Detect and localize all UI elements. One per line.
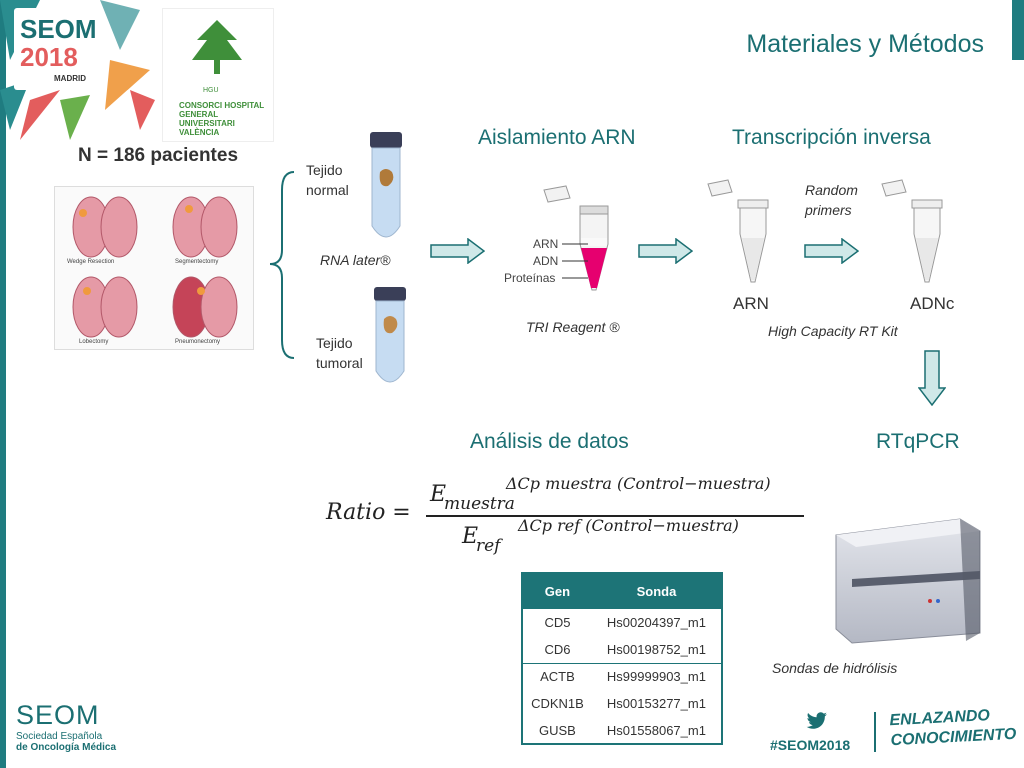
- table-header-gen: Gen: [522, 573, 592, 609]
- normal-tissue-tube-icon: [370, 132, 402, 238]
- left-accent-bar: [0, 0, 6, 768]
- slogan: ENLAZANDO CONOCIMIENTO: [889, 707, 1017, 750]
- arrow-down-icon: [918, 350, 946, 406]
- rtqpcr-heading: RTqPCR: [876, 430, 960, 453]
- surgery-label-lobectomy: Lobectomy: [79, 339, 109, 345]
- seom-2018-logo: SEOM 2018 MADRID: [0, 0, 160, 140]
- page-title: Materiales y Métodos: [746, 30, 984, 58]
- reverse-transcription-heading: Transcripción inversa: [732, 126, 931, 149]
- seom-logo-text: SEOM: [20, 14, 97, 44]
- tree-emblem-icon: [192, 20, 242, 74]
- hospital-logo-mark: HGU: [203, 87, 219, 94]
- hospital-logo: HGU CONSORCI HOSPITAL GENERAL UNIVERSITA…: [162, 8, 274, 142]
- rt-kit-label: High Capacity RT Kit: [768, 323, 898, 339]
- adnc-label: ADNc: [910, 294, 955, 313]
- surgery-label-segmentectomy: Segmentectomy: [175, 259, 219, 265]
- hydrolysis-probes-caption: Sondas de hidrólisis: [772, 660, 898, 676]
- right-accent-bar: [1012, 0, 1024, 60]
- tri-reagent-tube-icon: [543, 185, 609, 291]
- adnc-tube-icon: [881, 179, 943, 283]
- tri-reagent-label: TRI Reagent ®: [526, 319, 620, 335]
- seom-logo-year: 2018: [20, 42, 78, 72]
- analysis-heading: Análisis de datos: [470, 430, 629, 453]
- isolation-heading: Aislamiento ARN: [478, 126, 636, 149]
- lungs-icon: [72, 196, 238, 338]
- surgery-label-wedge: Wedge Resection: [67, 259, 115, 265]
- table-header-sonda: Sonda: [591, 573, 722, 609]
- footer-divider: [874, 712, 876, 752]
- hashtag-label: #SEOM2018: [770, 737, 851, 753]
- layer-label-adn: ADN: [533, 254, 559, 268]
- arn-label: ARN: [733, 294, 769, 313]
- footer-society-name: Sociedad Española de Oncología Médica: [16, 731, 117, 753]
- twitter-bird-icon: [806, 712, 827, 729]
- patients-count: N = 186 pacientes: [78, 145, 239, 166]
- layer-label-proteinas: Proteínas: [504, 271, 556, 285]
- hospital-logo-text: CONSORCI HOSPITAL GENERAL UNIVERSITARI V…: [179, 101, 265, 137]
- surgery-label-pneumonectomy: Pneumonectomy: [175, 339, 221, 345]
- tumoral-tissue-tube-icon: [374, 287, 406, 383]
- lung-surgery-figure: Wedge Resection Segmentectomy Lobectomy …: [54, 186, 254, 350]
- qpcr-instrument-icon: [835, 518, 981, 644]
- seom-logo-city: MADRID: [54, 74, 86, 83]
- footer-seom-logo: SEOM: [16, 700, 100, 730]
- layer-label-arn: ARN: [533, 237, 559, 251]
- arrow-right-icon: [430, 238, 485, 264]
- arrow-right-icon: [804, 238, 859, 264]
- rna-later-label: RNA later®: [320, 252, 391, 268]
- brace-icon: [269, 171, 295, 359]
- arrow-right-icon: [638, 238, 693, 264]
- arn-tube-icon: [707, 179, 769, 283]
- layer-pointer-lines: [562, 243, 588, 279]
- ratio-formula: Ratio = E muestra ΔCp muestra (Control−m…: [326, 468, 816, 564]
- formula-lhs: Ratio =: [326, 500, 411, 525]
- formula-fraction-bar: [426, 515, 804, 517]
